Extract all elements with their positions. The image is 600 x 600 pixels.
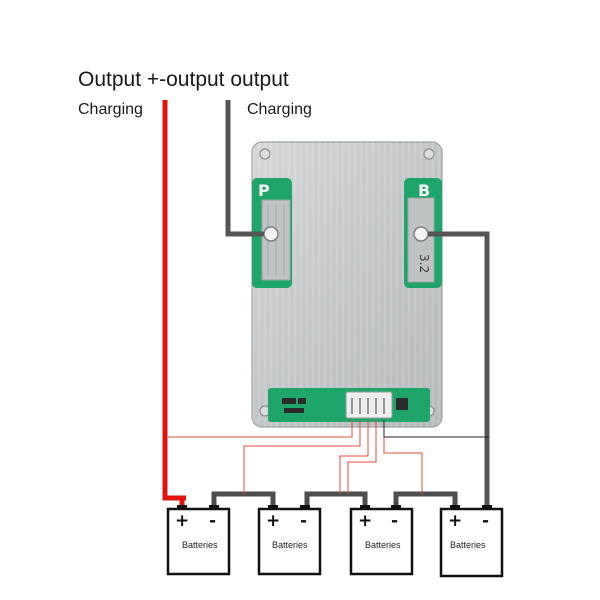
p-minus-terminal-hole: [263, 226, 279, 242]
bms-board: P B 3.2: [251, 141, 443, 428]
series-links: [179, 491, 458, 505]
battery-3-label: Batteries: [365, 540, 401, 550]
balance-connector: [345, 391, 393, 419]
battery-3: + - Batteries: [349, 505, 414, 576]
battery-3-plus: +: [358, 511, 372, 531]
charging-label-left: Charging: [78, 101, 143, 118]
screw-icon: [423, 148, 435, 160]
output-title: Output +-output output: [78, 68, 289, 91]
battery-4: + - Batteries: [439, 505, 504, 578]
gray-b-minus-wire: [428, 231, 490, 505]
charging-label-right: Charging: [247, 101, 312, 118]
battery-2: + - Batteries: [257, 505, 322, 576]
p-minus-pad: P: [252, 178, 292, 288]
battery-1-minus: -: [209, 511, 216, 531]
b-minus-terminal-hole: [413, 226, 429, 242]
battery-1: + - Batteries: [166, 505, 231, 576]
battery-4-minus: -: [482, 511, 489, 531]
p-pad-letter: P: [258, 181, 270, 200]
battery-2-minus: -: [300, 511, 307, 531]
battery-2-plus: +: [266, 511, 280, 531]
battery-2-label: Batteries: [272, 540, 308, 550]
b-pad-letter: B: [418, 181, 430, 200]
balance-connector-area: [268, 388, 430, 422]
battery-1-plus: +: [175, 511, 189, 531]
gray-p-minus-wire: [225, 100, 264, 237]
battery-1-label: Batteries: [182, 540, 218, 550]
board-brushed-texture: [252, 142, 442, 427]
b-minus-pad: B 3.2: [404, 178, 442, 288]
b-pad-marking: 3.2: [417, 254, 431, 273]
battery-3-minus: -: [391, 511, 398, 531]
red-positive-wire: [162, 100, 186, 501]
screw-icon: [259, 148, 271, 160]
battery-4-label: Batteries: [450, 540, 486, 550]
balance-wires: [168, 420, 489, 494]
battery-4-plus: +: [448, 511, 462, 531]
